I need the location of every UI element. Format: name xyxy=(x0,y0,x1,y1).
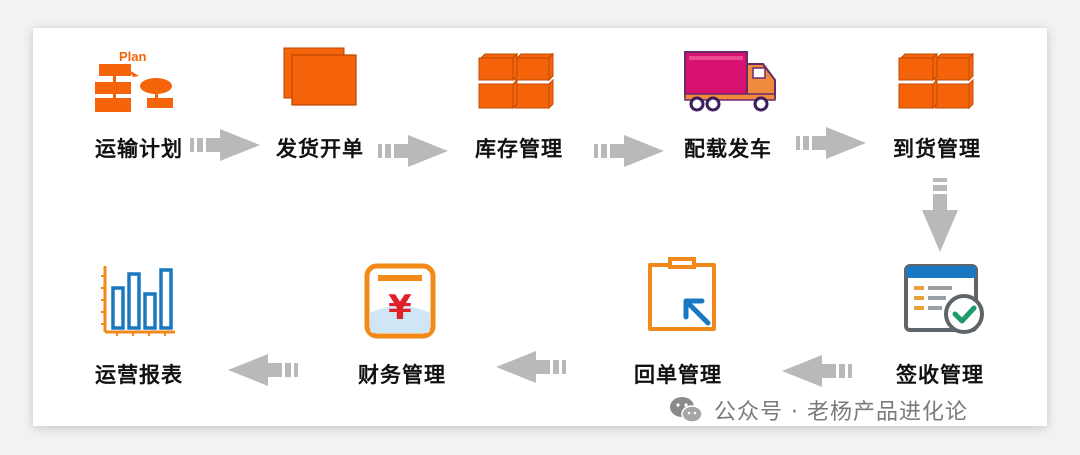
left-arrow-icon xyxy=(226,352,298,392)
step-label-receipt-return: 回单管理 xyxy=(634,363,722,387)
truck-icon xyxy=(683,50,779,114)
step-label-transport-plan: 运输计划 xyxy=(95,137,183,161)
watermark: 公众号 · 老杨产品进化论 xyxy=(668,394,968,426)
plan-text: Plan xyxy=(119,49,147,64)
right-arrow-icon xyxy=(594,133,666,173)
step-label-inventory: 库存管理 xyxy=(475,137,563,161)
boxes-icon xyxy=(897,52,977,112)
boxes-icon xyxy=(477,52,557,112)
right-arrow-icon xyxy=(190,127,262,167)
down-arrow-icon xyxy=(920,178,960,258)
bar-chart-icon xyxy=(101,264,177,338)
step-label-finance: 财务管理 xyxy=(358,363,446,387)
step-label-operations-report: 运营报表 xyxy=(95,363,183,387)
plan-flowchart-icon: Plan xyxy=(93,46,177,114)
right-arrow-icon xyxy=(378,133,450,173)
yen-symbol: ¥ xyxy=(388,288,412,328)
documents-icon xyxy=(282,46,360,108)
signed-form-icon xyxy=(904,264,986,336)
finance-yen-icon: ¥ xyxy=(364,263,436,339)
left-arrow-icon xyxy=(780,353,852,393)
step-label-loading-dispatch: 配载发车 xyxy=(684,137,772,161)
step-label-sign-receipt: 签收管理 xyxy=(896,363,984,387)
left-arrow-icon xyxy=(494,349,566,389)
clipboard-return-icon xyxy=(646,255,718,333)
right-arrow-icon xyxy=(796,125,868,165)
wechat-icon xyxy=(670,397,703,423)
step-label-shipping-order: 发货开单 xyxy=(276,137,364,161)
watermark-text: 公众号 · 老杨产品进化论 xyxy=(714,400,968,425)
step-label-arrival: 到货管理 xyxy=(893,137,981,161)
